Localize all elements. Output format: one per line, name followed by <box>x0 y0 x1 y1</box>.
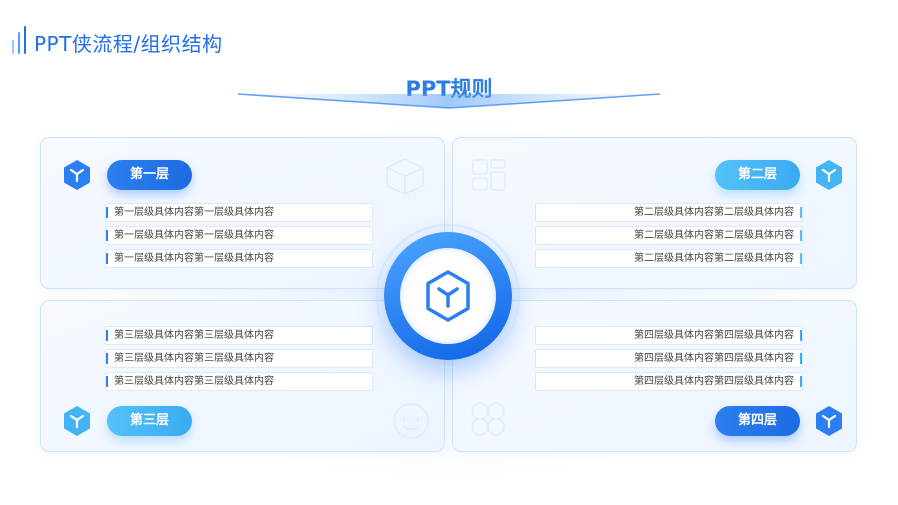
cube-icon <box>64 406 90 436</box>
layer-4-badge[interactable]: 第四层 <box>715 406 800 436</box>
title-chevron-divider <box>238 93 660 109</box>
quadrant-card-4: 第四层级具体内容第四层级具体内容 第四层级具体内容第四层级具体内容 第四层级具体… <box>452 300 857 452</box>
layer-2-badge[interactable]: 第二层 <box>715 160 800 190</box>
list-item: 第一层级具体内容第一层级具体内容 <box>105 226 373 245</box>
cube-icon <box>816 160 842 190</box>
layer-3-list: 第三层级具体内容第三层级具体内容 第三层级具体内容第三层级具体内容 第三层级具体… <box>105 326 373 395</box>
cube-icon <box>816 406 842 436</box>
page-title: PPT侠流程/组织结构 <box>34 32 223 56</box>
list-item: 第四层级具体内容第四层级具体内容 <box>535 349 803 368</box>
box-outline-icon <box>386 158 424 195</box>
list-item: 第三层级具体内容第三层级具体内容 <box>105 326 373 345</box>
layer-1-list: 第一层级具体内容第一层级具体内容 第一层级具体内容第一层级具体内容 第一层级具体… <box>105 203 373 272</box>
quadrant-card-1: 第一层 第一层级具体内容第一层级具体内容 第一层级具体内容第一层级具体内容 第一… <box>40 137 445 289</box>
layer-4-list: 第四层级具体内容第四层级具体内容 第四层级具体内容第四层级具体内容 第四层级具体… <box>535 326 803 395</box>
list-item: 第二层级具体内容第二层级具体内容 <box>535 249 803 268</box>
hub-inner-circle <box>400 248 496 344</box>
clover-outline-icon <box>471 402 505 436</box>
list-item: 第三层级具体内容第三层级具体内容 <box>105 349 373 368</box>
layer-1-badge[interactable]: 第一层 <box>107 160 192 190</box>
quadrant-card-2: 第二层 第二层级具体内容第二层级具体内容 第二层级具体内容第二层级具体内容 第二… <box>452 137 857 289</box>
list-item: 第四层级具体内容第四层级具体内容 <box>535 372 803 391</box>
layout-outline-icon <box>472 159 506 191</box>
cube-icon <box>64 160 90 190</box>
smiley-outline-icon <box>393 403 429 439</box>
list-item: 第二层级具体内容第二层级具体内容 <box>535 226 803 245</box>
cube-hub-icon <box>426 270 470 322</box>
title-bars-icon <box>10 24 30 54</box>
list-item: 第一层级具体内容第一层级具体内容 <box>105 203 373 222</box>
center-hub <box>376 224 520 368</box>
quadrant-card-3: 第三层级具体内容第三层级具体内容 第三层级具体内容第三层级具体内容 第三层级具体… <box>40 300 445 452</box>
layer-3-badge[interactable]: 第三层 <box>107 406 192 436</box>
list-item: 第三层级具体内容第三层级具体内容 <box>105 372 373 391</box>
list-item: 第二层级具体内容第二层级具体内容 <box>535 203 803 222</box>
hub-ring <box>376 224 520 368</box>
layer-2-list: 第二层级具体内容第二层级具体内容 第二层级具体内容第二层级具体内容 第二层级具体… <box>535 203 803 272</box>
list-item: 第四层级具体内容第四层级具体内容 <box>535 326 803 345</box>
list-item: 第一层级具体内容第一层级具体内容 <box>105 249 373 268</box>
